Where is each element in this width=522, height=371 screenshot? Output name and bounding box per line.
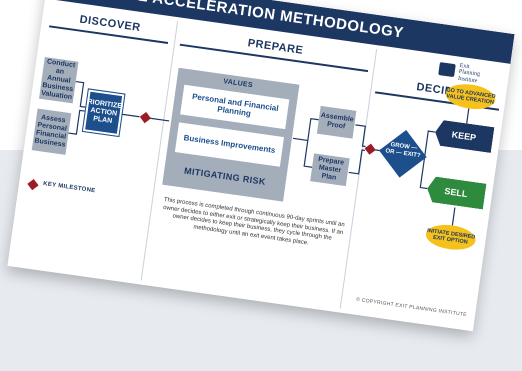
annual-valuation-box: Conduct an Annual Business Valuation [38,57,79,104]
assemble-proof-box: Assemble Proof [316,105,357,139]
flow-arrows [68,80,470,226]
assess-personal-box: Assess Personal Financial Business [31,108,72,155]
methodology-card: THE VALUE ACCELERATION METHODOLOGY DISCO… [7,0,515,332]
prioritized-action-plan-box: PRIORITIZED ACTION PLAN [81,88,127,138]
card-sheet: THE VALUE ACCELERATION METHODOLOGY DISCO… [7,0,515,332]
prepare-master-plan-box: Prepare Master Plan [310,153,350,187]
